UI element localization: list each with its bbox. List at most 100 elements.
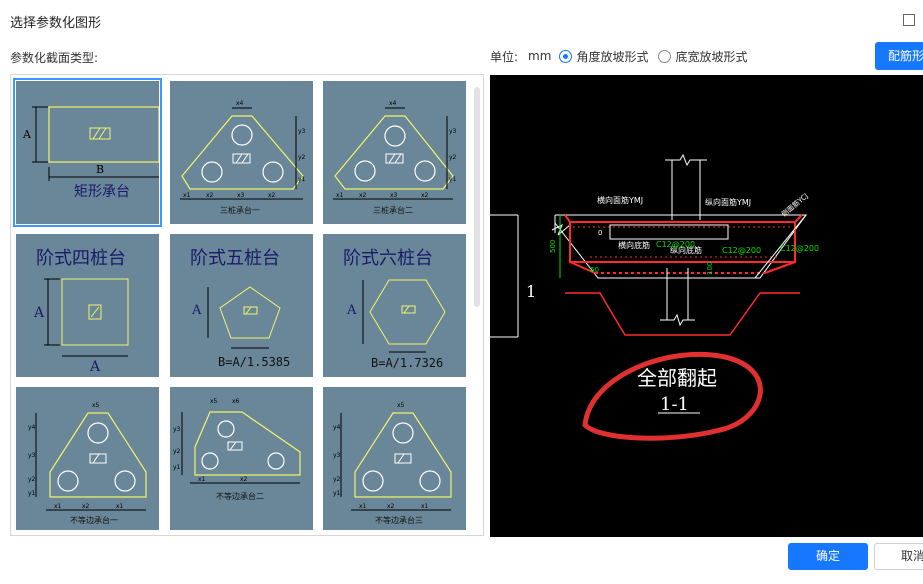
shape-tile-step-4[interactable]: 阶式四桩台 A A — [16, 234, 159, 377]
unit-row: 单位: mm 角度放坡形式 底宽放坡形式 — [490, 47, 757, 65]
shape-tile-step-5[interactable]: 阶式五桩台 A B=A/1.5385 — [170, 234, 313, 377]
label-bar-spec-2: C12@200 — [722, 246, 761, 255]
dim-y1: y1 — [28, 490, 36, 497]
radio-angle-slope[interactable]: 角度放坡形式 — [559, 48, 648, 65]
maximize-icon[interactable] — [903, 14, 915, 26]
dim-y3: y3 — [449, 128, 457, 135]
dim-y3: y3 — [298, 128, 306, 135]
dim-y2: y2 — [449, 154, 457, 161]
dim-100: 100 — [706, 262, 714, 275]
dim-x1: x1 — [54, 503, 62, 510]
dim-a-bottom: A — [89, 359, 101, 375]
unit-value: mm — [528, 49, 552, 63]
step-5-diagram: 阶式五桩台 A B=A/1.5385 — [190, 248, 290, 369]
dim-x3: x3 — [390, 192, 398, 199]
dim-y1: y1 — [173, 464, 181, 471]
dim-y1: y1 — [298, 176, 306, 183]
label-bottom-transverse: 横向底筋 — [618, 240, 650, 250]
shape-name: 不等边承台三 — [375, 515, 423, 525]
dim-x4: x4 — [236, 100, 244, 107]
label-bar-spec-3: C12@200 — [780, 244, 819, 253]
preview-canvas: 1 500 60 100 0 横向面筋YM — [490, 75, 923, 537]
shape-tile-unequal-3[interactable]: x5 x1 x2 x1 y4 y3 y2 y1 不等边承台三 — [323, 387, 466, 530]
shape-tile-unequal-2[interactable]: x5 x6 x1 x2 y3 y2 y1 不等边承台二 — [170, 387, 313, 530]
formula: B=A/1.5385 — [218, 355, 290, 369]
label-top-transverse: 横向面筋YMJ — [597, 195, 643, 205]
shape-tile-step-6[interactable]: 阶式六桩台 A B=A/1.7326 — [323, 234, 466, 377]
unequal-3-diagram: x5 x1 x2 x1 y4 y3 y2 y1 不等边承台三 — [333, 402, 452, 525]
dim-x1: x1 — [336, 192, 344, 199]
unequal-2-diagram: x5 x6 x1 x2 y3 y2 y1 不等边承台二 — [173, 398, 301, 501]
dim-x2b: x2 — [268, 192, 276, 199]
dim-x5: x5 — [210, 398, 218, 405]
cancel-button[interactable]: 取消 — [874, 543, 923, 570]
rect-dim-b: B — [96, 163, 104, 176]
dim-x2: x2 — [240, 476, 248, 483]
unequal-1-diagram: x5 x1 x2 x1 y4 y3 y2 y1 不等边承台一 — [28, 402, 147, 525]
dim-y3: y3 — [333, 452, 341, 459]
shape-tile-unequal-1[interactable]: x5 x1 x2 x1 y4 y3 y2 y1 不等边承台一 — [16, 387, 159, 530]
dim-x1: x1 — [198, 476, 206, 483]
dialog-title: 选择参数化图形 — [10, 16, 102, 31]
dim-x4: x4 — [389, 100, 397, 107]
radio-selected-icon[interactable] — [559, 49, 573, 63]
radio-unselected-icon[interactable] — [658, 49, 672, 63]
dialog-titlebar: 选择参数化图形 — [0, 0, 923, 40]
dim-x6: x6 — [232, 398, 240, 405]
label-top-longitudinal: 纵向面筋YMJ — [705, 197, 751, 207]
three-pile-1-diagram: x4 x1 x2 x3 x2 y3 y2 y1 三桩承台一 — [180, 100, 306, 215]
formula: B=A/1.7326 — [371, 356, 443, 370]
dim-x1: x1 — [183, 192, 191, 199]
dim-y2: y2 — [28, 476, 36, 483]
shape-name: 三桩承台二 — [373, 205, 413, 215]
shape-name: 阶式四桩台 — [36, 248, 126, 269]
dim-a: A — [346, 303, 357, 318]
dim-y4: y4 — [28, 424, 36, 431]
dim-a: A — [191, 303, 202, 318]
dim-x1b: x1 — [116, 503, 124, 510]
three-pile-2-diagram: x4 x1 x2 x3 x2 y3 y2 y1 三桩承台二 — [333, 100, 457, 215]
shape-grid: A B 矩形承台 x4 x1 x2 x3 x2 y3 y2 y1 三桩承台一 — [10, 74, 484, 536]
rect-shape-diagram: A B 矩形承台 — [22, 106, 159, 200]
dim-x1: x1 — [359, 503, 367, 510]
dim-y3: y3 — [173, 426, 181, 433]
dim-y1: y1 — [449, 176, 457, 183]
dim-x3: x3 — [237, 192, 245, 199]
dim-x5: x5 — [92, 402, 100, 409]
dim-y2: y2 — [333, 476, 341, 483]
rect-dim-a: A — [22, 128, 32, 141]
caption-all-bent: 全部翻起 — [637, 366, 717, 390]
dim-a-left: A — [33, 305, 45, 321]
unit-label: 单位: — [490, 49, 519, 64]
ok-button[interactable]: 确定 — [788, 543, 868, 570]
label-bar-spec-1: C12@200 — [656, 240, 695, 249]
grid-scrollbar[interactable] — [474, 87, 480, 307]
annotation-circle — [582, 351, 763, 441]
rebar-form-button[interactable]: 配筋形 — [875, 42, 923, 70]
shape-name: 不等边承台一 — [70, 515, 118, 525]
caption-section-name: 1-1 — [660, 394, 689, 415]
dim-500: 500 — [549, 240, 557, 253]
dim-y2: y2 — [173, 448, 181, 455]
radio-width-slope[interactable]: 底宽放坡形式 — [658, 48, 747, 65]
dim-y2: y2 — [298, 154, 306, 161]
section-type-label: 参数化截面类型: — [10, 51, 99, 65]
dim-x2: x2 — [387, 503, 395, 510]
dim-x1b: x1 — [421, 503, 429, 510]
section-preview-drawing: 1 500 60 100 0 横向面筋YM — [490, 153, 819, 441]
shape-name: 不等边承台二 — [216, 491, 264, 501]
shape-tile-three-pile-2[interactable]: x4 x1 x2 x3 x2 y3 y2 y1 三桩承台二 — [323, 81, 466, 224]
shape-name: 三桩承台一 — [220, 205, 260, 215]
dim-y1: y1 — [333, 490, 341, 497]
dim-y3: y3 — [28, 452, 36, 459]
dim-x5: x5 — [397, 402, 405, 409]
dim-0: 0 — [598, 229, 602, 237]
label-side-bar: 侧面筋YCJ — [780, 191, 810, 218]
radio-width-slope-label: 底宽放坡形式 — [675, 49, 748, 64]
shape-name: 矩形承台 — [74, 184, 130, 200]
dim-x2: x2 — [206, 192, 214, 199]
shape-tile-three-pile-1[interactable]: x4 x1 x2 x3 x2 y3 y2 y1 三桩承台一 — [170, 81, 313, 224]
shape-tile-rect[interactable]: A B 矩形承台 — [13, 78, 162, 227]
step-4-diagram: 阶式四桩台 A A — [33, 248, 129, 375]
step-6-diagram: 阶式六桩台 A B=A/1.7326 — [343, 248, 446, 370]
